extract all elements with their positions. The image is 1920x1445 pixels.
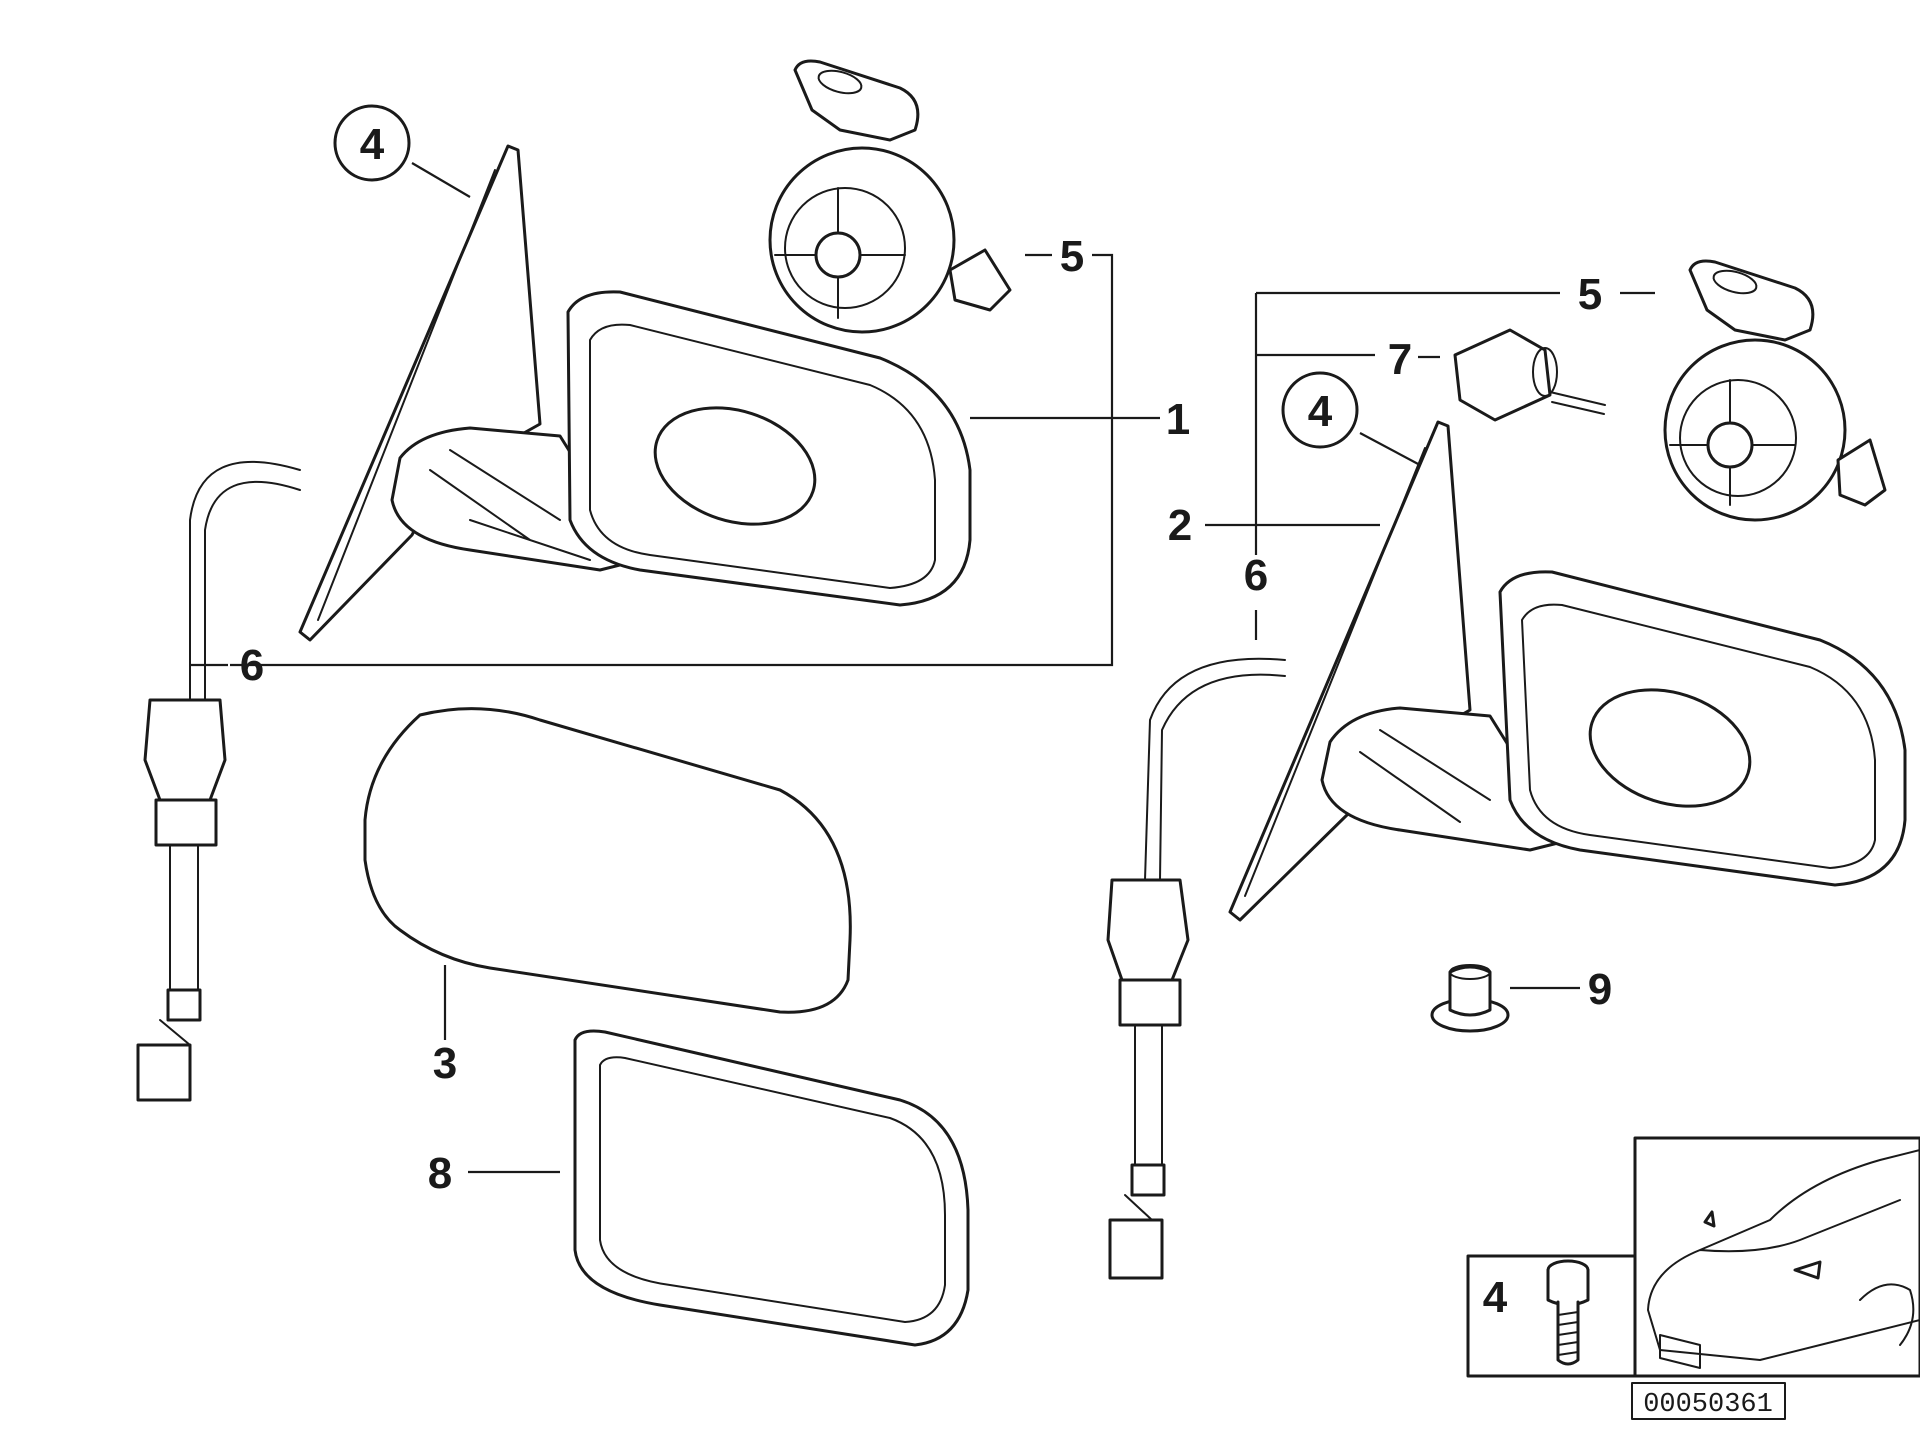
left-mirror-assembly bbox=[136, 59, 1012, 1102]
diagram-reference-number: 00050361 bbox=[1643, 1390, 1773, 1420]
mirror-glass bbox=[573, 1029, 970, 1347]
callout-1: 1 bbox=[1166, 395, 1190, 444]
callout-3: 3 bbox=[433, 1039, 457, 1088]
callout-4-right: 4 bbox=[1308, 387, 1333, 436]
car-silhouette bbox=[1647, 1149, 1920, 1369]
callout-9: 9 bbox=[1588, 965, 1612, 1014]
callout-2: 2 bbox=[1168, 501, 1192, 550]
right-housing-opening bbox=[1588, 688, 1752, 808]
left-housing-opening bbox=[653, 406, 817, 526]
callout-5-left: 5 bbox=[1060, 232, 1084, 281]
right-cable-harness bbox=[1106, 657, 1286, 1280]
bolt-screw bbox=[1546, 1259, 1590, 1366]
right-mirror-arm bbox=[1320, 706, 1572, 852]
mirror-location-marker bbox=[1793, 1260, 1822, 1280]
callout-7: 7 bbox=[1388, 335, 1412, 384]
reference-number-box: 00050361 bbox=[1631, 1382, 1786, 1420]
mirror-cover-cap bbox=[363, 707, 852, 1014]
right-adjuster-motor bbox=[1663, 259, 1887, 522]
right-mirror-assembly bbox=[1106, 259, 1907, 1280]
callout-5-right: 5 bbox=[1578, 270, 1602, 319]
small-drive-motor bbox=[1453, 328, 1606, 422]
callout-circle-right bbox=[1281, 371, 1359, 449]
callout-labels: 4 4 5 5 1 2 3 6 6 7 8 9 bbox=[240, 104, 1612, 1198]
callout-4-bolt: 4 bbox=[1483, 1273, 1508, 1322]
grommet-nut bbox=[1430, 964, 1510, 1033]
bolt-inset-box: 4 bbox=[1466, 1254, 1638, 1378]
callout-6-right: 6 bbox=[1244, 551, 1268, 600]
callout-8: 8 bbox=[428, 1149, 452, 1198]
vehicle-locator-inset bbox=[1633, 1136, 1920, 1378]
left-adjuster-motor bbox=[768, 59, 1012, 334]
left-mount-triangle bbox=[298, 144, 542, 642]
callout-4-left: 4 bbox=[360, 120, 385, 169]
callout-6-left: 6 bbox=[240, 641, 264, 690]
callout-circle-left bbox=[333, 104, 411, 182]
left-cable-harness bbox=[136, 460, 301, 1102]
leader-lines bbox=[190, 162, 1655, 1174]
